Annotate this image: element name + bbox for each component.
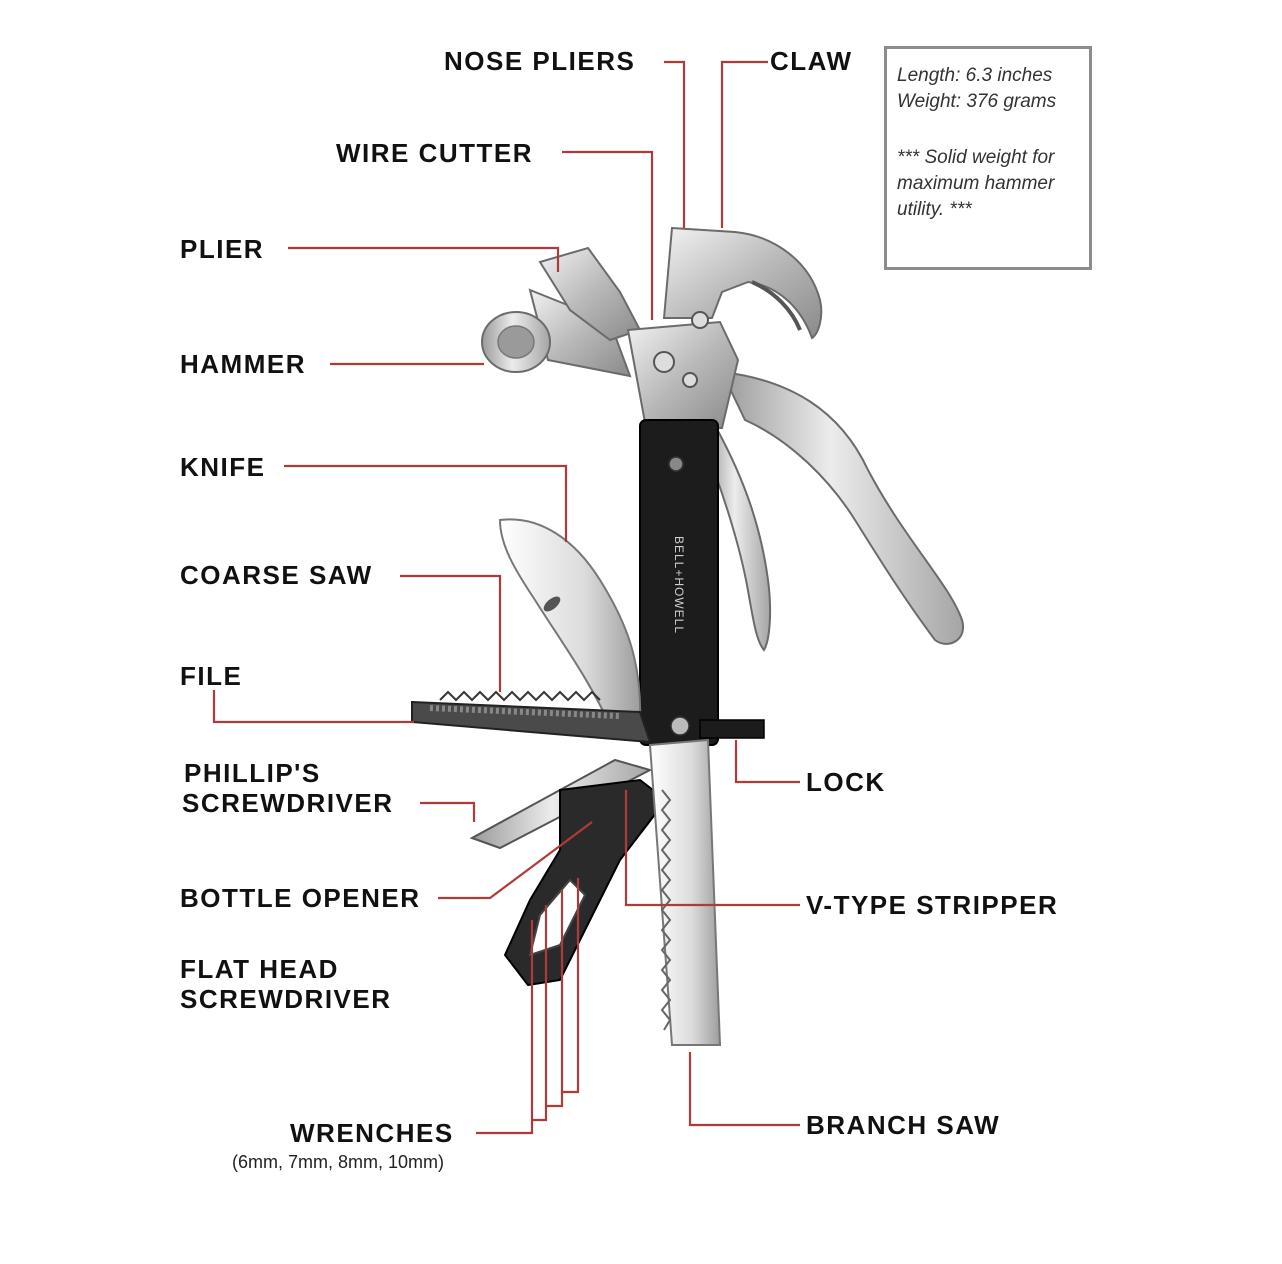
leader-wrench-1 — [476, 920, 534, 1135]
multitool-illustration: BELL+HOWELL — [411, 226, 965, 1046]
leader-v-type-stripper — [624, 790, 800, 907]
coarse-saw-teeth — [439, 690, 601, 702]
handle-rivet — [668, 456, 684, 472]
file-tool — [411, 700, 652, 744]
leader-coarse-saw — [400, 574, 502, 692]
leader-file — [212, 690, 414, 724]
leader-nose-pliers — [664, 60, 686, 228]
leader-wrench-4 — [562, 878, 580, 1094]
leader-wrench-3 — [546, 890, 564, 1108]
lock-pivot — [670, 716, 690, 736]
label-coarse-saw: COARSE SAW — [180, 560, 373, 590]
file-texture — [429, 705, 621, 719]
leader-claw — [720, 60, 768, 228]
spec-note-line3: utility. *** — [897, 199, 972, 220]
label-knife: KNIFE — [180, 452, 266, 482]
frame-rivet-1 — [653, 351, 675, 373]
spec-box: Length: 6.3 inches Weight: 376 grams ***… — [884, 46, 1092, 270]
leader-lock — [734, 740, 800, 784]
label-wire-cutter: WIRE CUTTER — [336, 138, 534, 168]
leader-branch-saw — [688, 1052, 800, 1127]
leader-lines — [212, 60, 800, 1135]
leader-plier — [288, 246, 560, 272]
label-phillips-line1: PHILLIP'S — [184, 758, 321, 788]
label-flat-head-line2: SCREWDRIVER — [180, 984, 392, 1014]
branch-saw-teeth — [660, 789, 672, 1031]
claw-slot — [751, 280, 802, 331]
lock-tab — [699, 719, 765, 739]
spec-length: Length: 6.3 inches — [897, 65, 1053, 86]
label-phillips-line2: SCREWDRIVER — [182, 788, 394, 818]
knife-nail-nick — [543, 596, 561, 612]
brand-text: BELL+HOWELL — [672, 536, 686, 634]
label-hammer: HAMMER — [180, 349, 306, 379]
spec-weight: Weight: 376 grams — [897, 91, 1057, 112]
leader-phillips — [420, 801, 476, 822]
plier-handle-outer — [720, 370, 965, 645]
hammer-face-center — [497, 325, 535, 359]
frame-block — [626, 320, 740, 429]
claw-head — [662, 226, 823, 340]
branch-saw — [648, 738, 722, 1046]
leader-bottle-opener — [438, 821, 593, 900]
spec-note-line1: *** Solid weight for — [897, 147, 1055, 168]
label-v-type-stripper: V-TYPE STRIPPER — [806, 890, 1059, 920]
leader-wrench-2 — [532, 905, 548, 1122]
frame-rivet-2 — [691, 311, 709, 329]
label-bottle-opener: BOTTLE OPENER — [180, 883, 421, 913]
leader-knife — [284, 464, 568, 542]
plier-handle-inner — [704, 417, 772, 652]
label-wrenches: WRENCHES — [290, 1118, 454, 1148]
label-claw: CLAW — [770, 46, 853, 76]
label-flat-head-line1: FLAT HEAD — [180, 954, 339, 984]
frame-rivet-3 — [682, 372, 698, 388]
leader-wire-cutter — [562, 150, 654, 320]
label-lock: LOCK — [806, 767, 886, 797]
label-file: FILE — [180, 661, 243, 691]
label-nose-pliers: NOSE PLIERS — [444, 46, 636, 76]
label-plier: PLIER — [180, 234, 265, 264]
spec-note-line2: maximum hammer — [897, 173, 1055, 194]
label-wrenches-sizes: (6mm, 7mm, 8mm, 10mm) — [232, 1152, 445, 1172]
label-branch-saw: BRANCH SAW — [806, 1110, 1001, 1140]
